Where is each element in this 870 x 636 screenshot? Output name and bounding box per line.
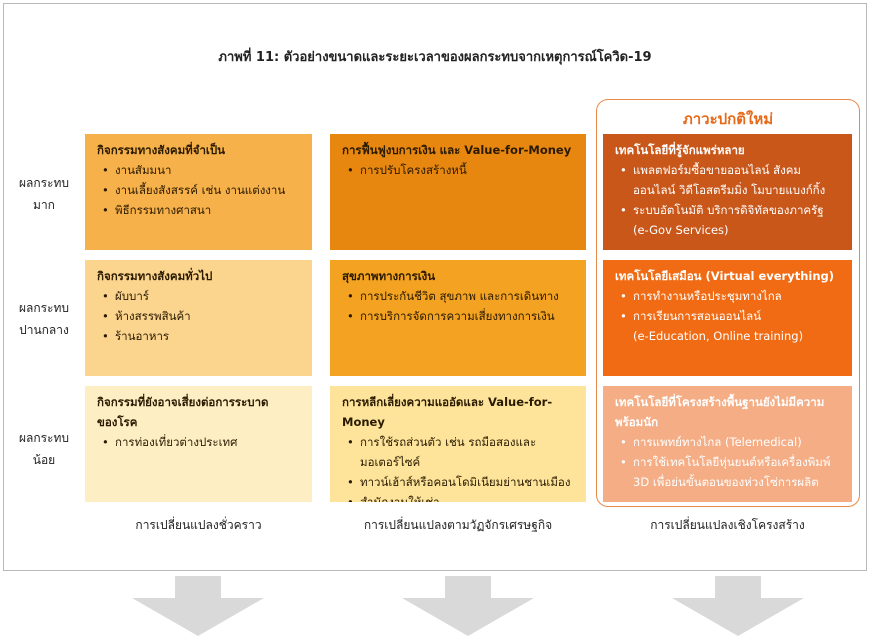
new-normal-label: ภาวะปกติใหม่ <box>682 110 774 128</box>
list-item: การบริการจัดการความเสี่ยงทางการเงิน <box>342 306 576 326</box>
cell-temporary-low: กิจกรรมที่ยังอาจเสี่ยงต่อการระบาด ของโรค… <box>85 386 312 502</box>
cell-structural-high: เทคโนโลยีที่รู้จักแพร่หลาย แพลตฟอร์มซื้อ… <box>603 134 852 250</box>
row-label-high: ผลกระทบ มาก <box>18 176 70 212</box>
list-item: การทำงานหรือประชุมทางไกล <box>615 286 842 306</box>
cell-structural-medium: เทคโนโลยีเสมือน (Virtual everything) การ… <box>603 260 852 376</box>
list-item: ร้านอาหาร <box>97 326 302 346</box>
cell-structural-low: เทคโนโลยีที่โครงสร้างพื้นฐานยังไม่มีความ… <box>603 386 852 502</box>
row-label-medium: ผลกระทบ ปานกลาง <box>18 301 70 337</box>
row-label-low: ผลกระทบ น้อย <box>18 431 70 467</box>
list-item: ห้างสรรพสินค้า <box>97 306 302 326</box>
new-normal-frame <box>596 99 860 507</box>
list-item: งานเลี้ยงสังสรรค์ เช่น งานแต่งงาน <box>97 180 302 200</box>
cell-cyclical-low: การหลีกเลี่ยงความแออัดและ Value-for-Mone… <box>330 386 586 502</box>
list-item: การใช้เทคโนโลยีหุ่นยนต์หรือเครื่องพิมพ์ … <box>615 452 842 492</box>
list-item: การปรับโครงสร้างหนี้ <box>342 160 576 180</box>
down-arrow-icon <box>672 576 804 636</box>
column-label-cyclical: การเปลี่ยนแปลงตามวัฏจักรเศรษฐกิจ <box>363 518 553 532</box>
figure-title: ภาพที่ 11: ตัวอย่างขนาดและระยะเวลาของผลก… <box>218 50 652 65</box>
list-item: การเรียนการสอนออนไลน์ <box>615 306 842 326</box>
list-item: การใช้รถส่วนตัว เช่น รถมือสองและ มอเตอร์… <box>342 432 576 472</box>
down-arrow-icon <box>132 576 264 636</box>
down-arrow-icon <box>402 576 534 636</box>
list-item: พิธีกรรมทางศาสนา <box>97 200 302 220</box>
list-item: การประกันชีวิต สุขภาพ และการเดินทาง <box>342 286 576 306</box>
list-item: แพลตฟอร์มซื้อขายออนไลน์ สังคม ออนไลน์ วิ… <box>615 160 842 200</box>
list-item: การท่องเที่ยวต่างประเทศ <box>97 432 302 452</box>
list-item: งานสัมมนา <box>97 160 302 180</box>
list-item: ผับบาร์ <box>97 286 302 306</box>
cell-temporary-medium: กิจกรรมทางสังคมทั่วไป ผับบาร์ ห้างสรรพสิ… <box>85 260 312 376</box>
list-item: ทาวน์เฮ้าส์หรือคอนโดมิเนียมย่านชานเมือง <box>342 472 576 492</box>
cell-temporary-high: กิจกรรมทางสังคมที่จำเป็น งานสัมมนา งานเล… <box>85 134 312 250</box>
column-label-temporary: การเปลี่ยนแปลงชั่วคราว <box>135 518 262 532</box>
column-label-structural: การเปลี่ยนแปลงเชิงโครงสร้าง <box>650 518 805 532</box>
list-item: สำนักงานให้เช่า <box>342 492 576 502</box>
cell-cyclical-medium: สุขภาพทางการเงิน การประกันชีวิต สุขภาพ แ… <box>330 260 586 376</box>
list-item: การแพทย์ทางไกล (Telemedical) <box>615 432 842 452</box>
cell-cyclical-high: การฟื้นฟูงบการเงิน และ Value-for-Money ก… <box>330 134 586 250</box>
list-item: ระบบอัตโนมัติ บริการดิจิทัลของภาครัฐ <box>615 200 842 220</box>
